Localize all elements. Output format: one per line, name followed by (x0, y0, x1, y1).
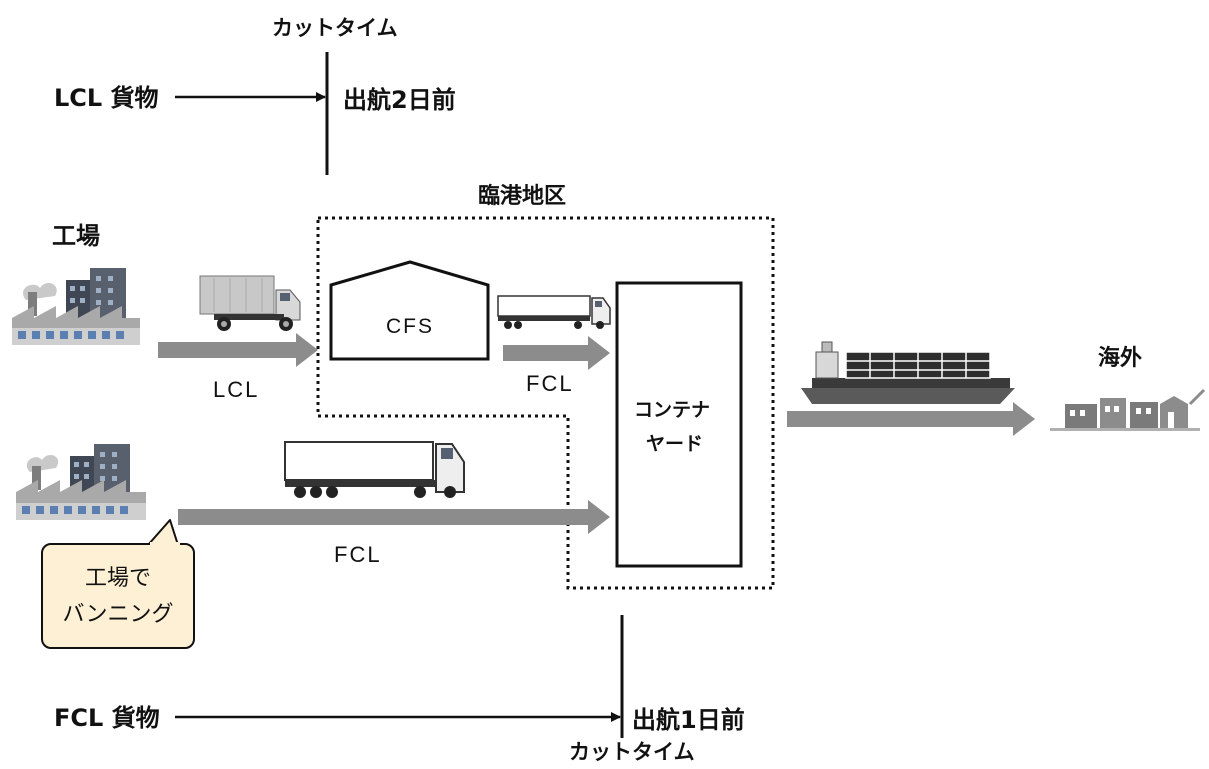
lcl-flow-label: LCL (213, 377, 260, 402)
port-area-boundary (316, 216, 775, 590)
fcl-flow-arrow-long (178, 500, 610, 534)
cfs-label: CFS (386, 315, 434, 338)
factory-label: 工場 (52, 222, 100, 250)
lcl-truck-icon (199, 275, 301, 331)
vanning-callout (41, 543, 195, 649)
fcl-flow-label-short: FCL (526, 371, 574, 396)
overseas-label: 海外 (1098, 346, 1143, 371)
export-flow-arrow (787, 402, 1035, 436)
fcl-flow-arrow-short (503, 336, 610, 370)
factory-icon-bottom (16, 444, 146, 520)
cutoff-label-top: カットタイム (272, 16, 398, 40)
lcl-cargo-label: LCL 貨物 (54, 84, 159, 112)
fcl-flow-label-long: FCL (334, 542, 382, 567)
container-yard-label-1: コンテナ (634, 399, 711, 421)
overseas-buildings-icon (1050, 388, 1206, 431)
fcl-deadline-label: 出航1日前 (632, 706, 745, 734)
lcl-flow-arrow (158, 333, 318, 367)
port-area-label: 臨港地区 (478, 184, 567, 209)
container-yard-box (615, 281, 743, 568)
container-ship-icon (801, 341, 1015, 404)
callout-line-1: 工場で (84, 566, 151, 591)
fcl-trailer-truck-small (497, 295, 611, 329)
cfs-warehouse (329, 260, 490, 361)
fcl-cargo-label: FCL 貨物 (54, 704, 160, 732)
lcl-deadline-label: 出航2日前 (343, 86, 456, 114)
callout-line-2: バンニング (62, 602, 174, 627)
fcl-trailer-truck-large (284, 441, 465, 498)
container-yard-label-2: ヤード (646, 433, 704, 455)
cutoff-label-bottom: カットタイム (569, 740, 695, 764)
factory-icon-top (12, 268, 140, 345)
callout-tail-mask (150, 542, 180, 547)
